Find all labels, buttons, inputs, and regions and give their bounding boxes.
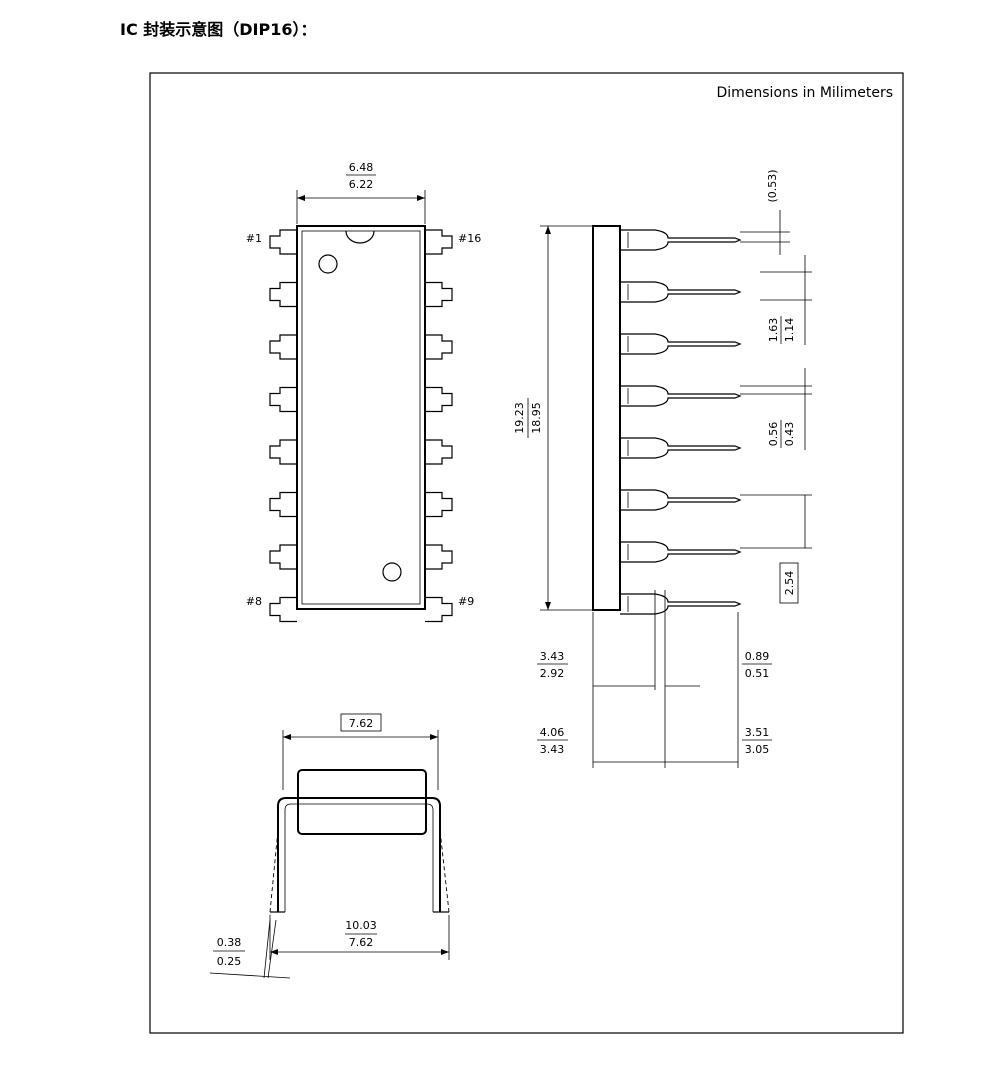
pin-left bbox=[269, 229, 297, 255]
side-lead bbox=[620, 489, 742, 511]
pin-left bbox=[269, 544, 297, 570]
pin-left bbox=[269, 386, 297, 413]
leadlen-min: 3.05 bbox=[745, 743, 770, 756]
ic-body-end bbox=[297, 769, 427, 835]
pin-right bbox=[425, 334, 453, 360]
body-width-max: 6.48 bbox=[349, 161, 374, 174]
leadwidth-min: 0.43 bbox=[783, 422, 796, 447]
height-max: 4.06 bbox=[540, 726, 565, 739]
pin-right bbox=[425, 281, 453, 308]
pin-right bbox=[425, 386, 453, 413]
side-lead bbox=[620, 281, 742, 303]
pitch-value: 2.54 bbox=[783, 571, 796, 596]
pin-right bbox=[425, 544, 453, 570]
standoff-max: 0.89 bbox=[745, 650, 770, 663]
pin-right bbox=[425, 596, 453, 623]
pin1-dot bbox=[318, 254, 338, 274]
ic-body-top bbox=[296, 225, 426, 610]
ic-body-side bbox=[592, 225, 621, 611]
pin-left bbox=[269, 334, 297, 360]
body-width-min: 6.22 bbox=[349, 178, 374, 191]
drawing-frame bbox=[149, 72, 904, 1034]
height-min: 3.43 bbox=[540, 743, 565, 756]
pin-right bbox=[425, 229, 453, 255]
leadlen-max: 3.51 bbox=[745, 726, 770, 739]
leadwidth-max: 0.56 bbox=[767, 422, 780, 447]
leadt-max: 0.38 bbox=[217, 936, 242, 949]
lead-thickness: (0.53) bbox=[766, 169, 779, 202]
orientation-dot bbox=[382, 562, 402, 582]
pin-left bbox=[269, 439, 297, 465]
shoulder-max: 1.63 bbox=[767, 318, 780, 343]
pin-label-16: #16 bbox=[458, 232, 481, 245]
side-lead bbox=[620, 385, 742, 407]
side-lead bbox=[620, 593, 742, 615]
standoff-min: 0.51 bbox=[745, 667, 770, 680]
spread-max: 10.03 bbox=[345, 919, 377, 932]
seat-max: 3.43 bbox=[540, 650, 565, 663]
side-lead bbox=[620, 437, 742, 459]
end-view: 7.62 10.03 7.62 0.38 0.25 bbox=[209, 713, 450, 979]
pin-right bbox=[425, 439, 453, 465]
pin-label-9: #9 bbox=[458, 595, 474, 608]
pin1-notch bbox=[345, 230, 375, 244]
side-lead bbox=[620, 541, 742, 563]
pin-left bbox=[269, 281, 297, 308]
pin-left bbox=[269, 596, 297, 623]
side-view: 19.23 18.95 (0.53) 1.63 1.14 0.56 0.43 2… bbox=[513, 169, 812, 768]
units-note: Dimensions in Milimeters bbox=[716, 85, 893, 101]
shoulder-min: 1.14 bbox=[783, 318, 796, 343]
leadt-min: 0.25 bbox=[217, 955, 242, 968]
pin-label-8: #8 bbox=[246, 595, 262, 608]
top-view: #1 #16 #8 #9 6.48 6.22 bbox=[246, 161, 481, 623]
spread-min: 7.62 bbox=[349, 936, 374, 949]
seat-min: 2.92 bbox=[540, 667, 565, 680]
side-lead bbox=[620, 333, 742, 355]
page-heading: IC 封装示意图（DIP16）： bbox=[120, 20, 317, 39]
row-spacing: 7.62 bbox=[349, 717, 374, 730]
pin-right bbox=[425, 491, 453, 518]
length-min: 18.95 bbox=[530, 402, 543, 434]
pin-label-1: #1 bbox=[246, 232, 262, 245]
side-lead bbox=[620, 229, 742, 251]
pin-left bbox=[269, 491, 297, 518]
length-max: 19.23 bbox=[513, 402, 526, 434]
